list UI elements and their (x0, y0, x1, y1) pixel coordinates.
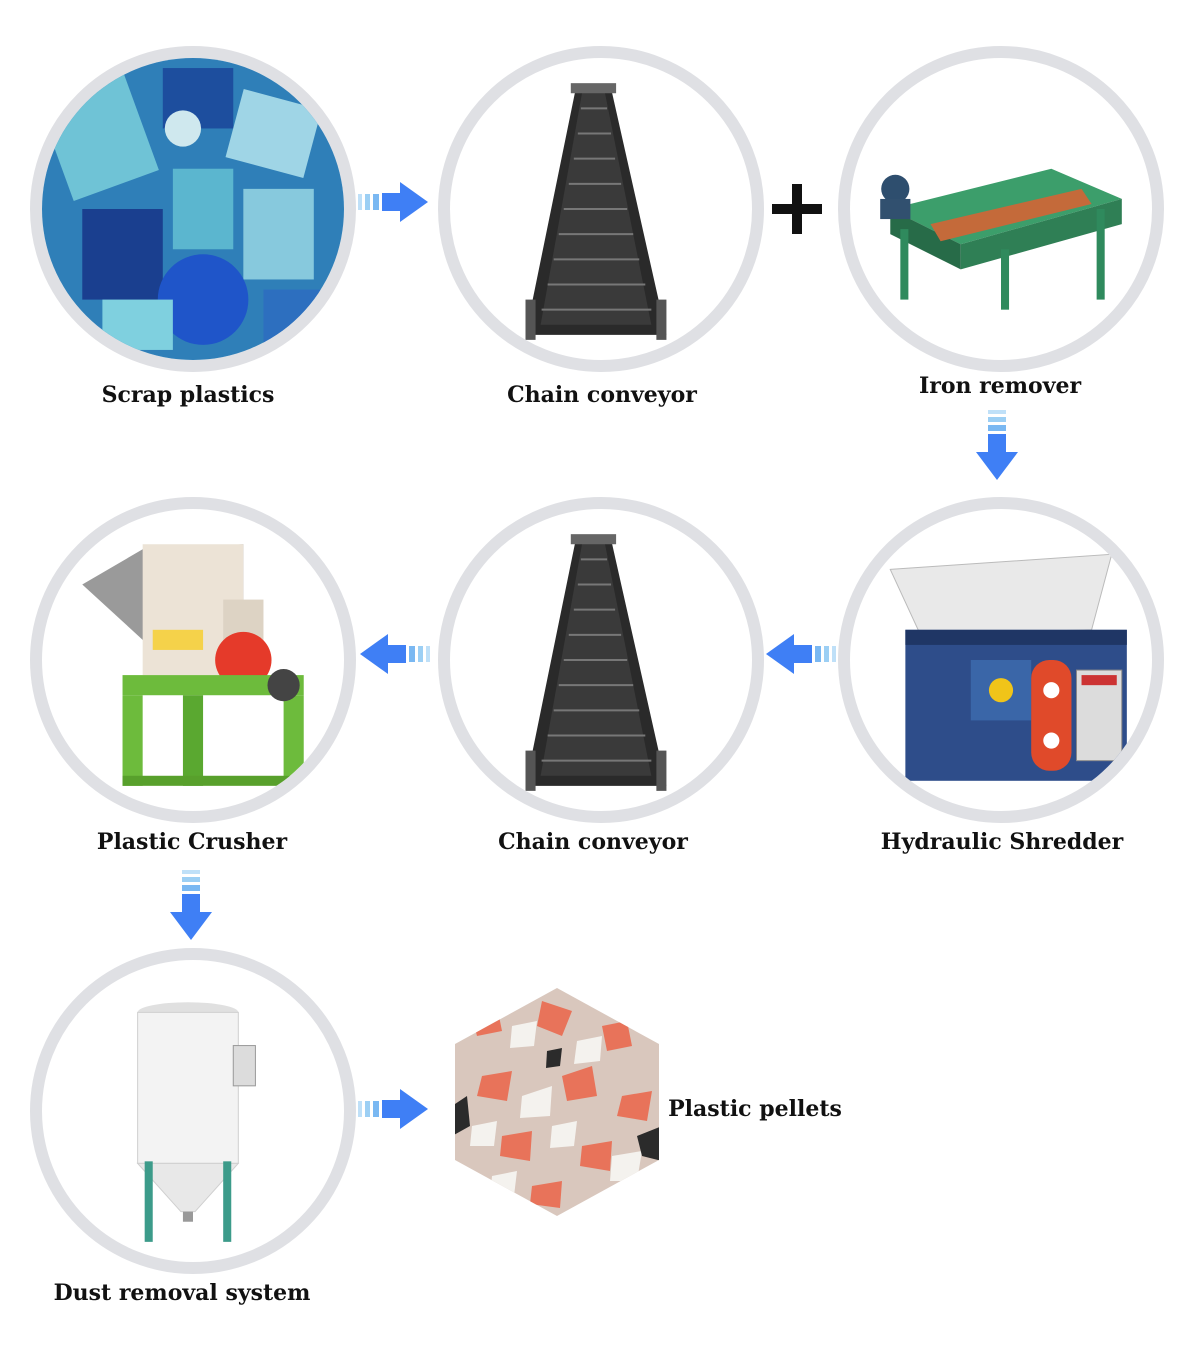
plastic-crusher-image (30, 497, 356, 823)
chain-conveyor-top-image (438, 46, 764, 372)
arrow-left-1 (764, 634, 836, 678)
hydraulic-shredder-label: Hydraulic Shredder (880, 829, 1124, 855)
plastic-crusher-icon (82, 544, 304, 786)
iron-remover-icon (880, 168, 1122, 310)
arrow-down-icon (976, 410, 1018, 480)
iron-remover-image (838, 46, 1164, 372)
hydraulic-shredder-icon (889, 553, 1127, 781)
arrow-down-2 (170, 870, 212, 946)
arrow-right-icon (358, 1089, 428, 1129)
scrap-plastics-image (30, 46, 356, 372)
plus-icon (770, 182, 824, 240)
arrow-left-2 (358, 634, 430, 678)
chain-conveyor-icon (525, 534, 667, 791)
plastic-crusher-label: Plastic Crusher (96, 829, 288, 855)
chain-conveyor-mid-image (438, 497, 764, 823)
dust-removal-image (30, 948, 356, 1274)
hydraulic-shredder-image (838, 497, 1164, 823)
plastic-pellets-icon (455, 988, 659, 1216)
scrap-plastics-icon (42, 58, 344, 360)
dust-removal-label: Dust removal system (53, 1280, 311, 1306)
scrap-plastics-label: Scrap plastics (101, 382, 275, 408)
arrow-left-icon (360, 634, 430, 674)
arrow-right-2 (358, 1089, 430, 1133)
arrow-down-1 (976, 410, 1018, 486)
arrow-right-icon (358, 182, 428, 222)
arrow-left-icon (766, 634, 836, 674)
iron-remover-label: Iron remover (918, 373, 1082, 399)
arrow-right-1 (358, 182, 430, 226)
chain-conveyor-mid-label: Chain conveyor (498, 829, 688, 855)
plastic-pellets-image (452, 986, 662, 1222)
arrow-down-icon (170, 870, 212, 940)
plastic-pellets-label: Plastic pellets (668, 1096, 842, 1122)
dust-collector-icon (136, 1002, 256, 1242)
chain-conveyor-top-label: Chain conveyor (507, 382, 697, 408)
chain-conveyor-icon (525, 83, 667, 340)
